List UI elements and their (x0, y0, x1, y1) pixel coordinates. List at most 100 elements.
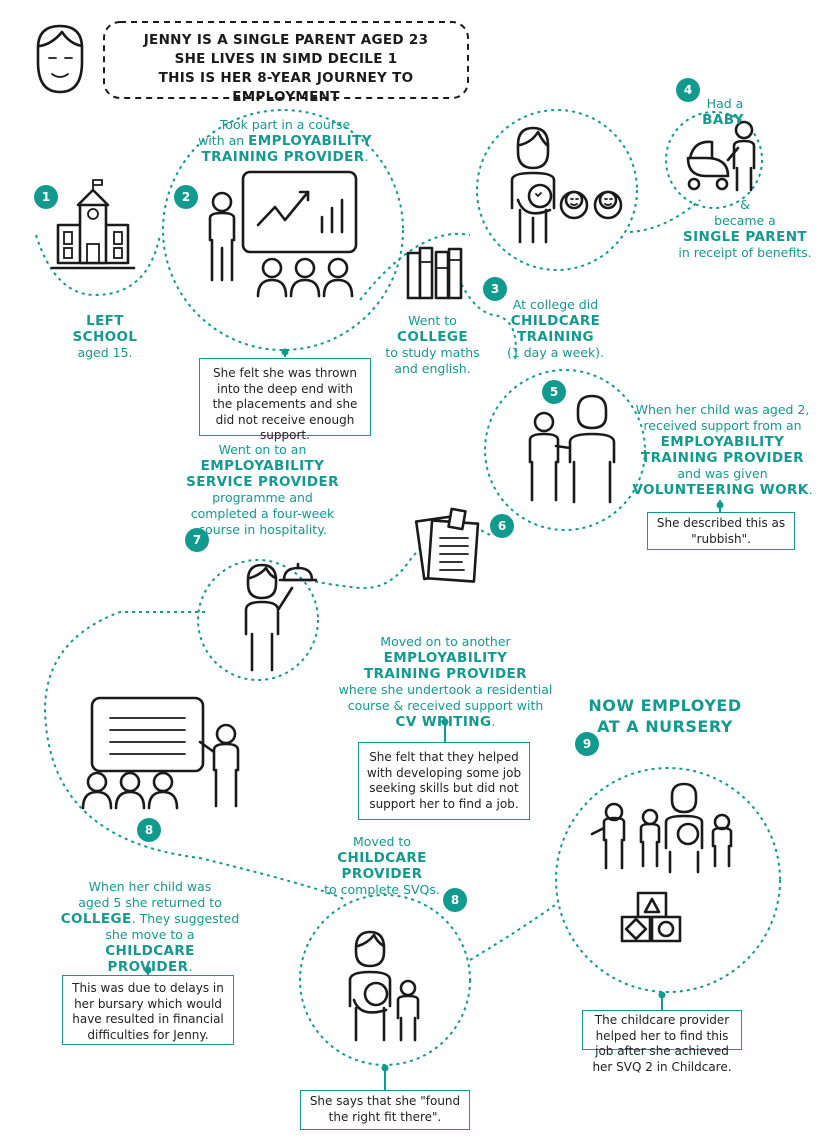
step-3-a-sub-1: to study maths (385, 345, 480, 360)
step-7-text: Went on to an EMPLOYABILITY SERVICE PROV… (175, 442, 350, 538)
mentor-icon (528, 394, 616, 504)
header-line-2: SHE LIVES IN SIMD DECILE 1 (174, 51, 398, 67)
step-5-pre-2: received support from an (643, 418, 802, 433)
step-6-post: . (491, 714, 496, 729)
step-8a-pre-2: aged 5 she returned to (78, 895, 222, 910)
step-7-badge: 7 (185, 528, 209, 552)
step-7-sub-1: programme and (212, 490, 313, 505)
step-4-sub: in receipt of benefits. (678, 245, 812, 260)
note-leaders (144, 348, 724, 1090)
step-4-badge: 4 (676, 78, 700, 102)
header-line-3: THIS IS HER 8-YEAR JOURNEY TO EMPLOYMENT (158, 70, 414, 105)
toy-blocks-icon (620, 891, 682, 943)
header-frame (103, 21, 469, 99)
step-8a-post: . (188, 959, 193, 974)
step-3-college-text: Went to COLLEGE to study maths and engli… (375, 313, 490, 377)
step-5-note-1: She described this as (656, 516, 786, 530)
step-1-title-2: SCHOOL (72, 329, 138, 345)
step-5-title-1: EMPLOYABILITY (660, 434, 785, 450)
header-line-1: JENNY IS A SINGLE PARENT AGED 23 (143, 32, 429, 48)
step-8b-title-2: PROVIDER (341, 866, 423, 882)
step-4-post: . (743, 112, 748, 127)
step-9-title: NOW EMPLOYED AT A NURSERY (575, 695, 755, 737)
documents-icon (414, 507, 480, 583)
step-8b-pre: Moved to (353, 834, 411, 849)
step-4-text-top: Had a BABY. (685, 96, 765, 128)
step-5-text: When her child was aged 2, received supp… (630, 402, 815, 498)
classroom-icon (81, 696, 240, 810)
step-3-b-title-1: CHILDCARE (510, 313, 601, 329)
step-8a-mid-2: she move to a (105, 927, 195, 942)
step-2-badge: 2 (174, 185, 198, 209)
step-6-note: She felt that they helped with developin… (358, 742, 530, 820)
step-7-title-1: EMPLOYABILITY (200, 458, 325, 474)
step-5-badge: 5 (542, 380, 566, 404)
step-6-title-2: TRAINING PROVIDER (364, 666, 527, 682)
step-8a-badge: 8 (137, 818, 161, 842)
step-8a-note: This was due to delays in her bursary wh… (62, 975, 234, 1045)
step-4-text-bottom: & became a SINGLE PARENT in receipt of b… (670, 197, 820, 261)
step-4-mid: became a (714, 213, 776, 228)
step-2-text: Took part in a course with an EMPLOYABIL… (165, 117, 405, 165)
step-5-title-3: VOLUNTEERING WORK (632, 482, 809, 498)
step-7-sub-3: course in hospitality. (198, 522, 327, 537)
step-5-note-2: "rubbish". (691, 531, 751, 546)
step-8b-badge: 8 (443, 888, 467, 912)
step-8a-text: When her child was aged 5 she returned t… (60, 879, 240, 975)
step-8a-mid-1: . They suggested (131, 911, 240, 926)
step-8b-title-1: CHILDCARE (337, 850, 427, 866)
books-icon (406, 246, 463, 300)
step-3-training-text: At college did CHILDCARE TRAINING (1 day… (493, 297, 618, 361)
step-4-pre: Had a (706, 96, 744, 111)
step-5-pre-1: When her child was aged 2, (635, 402, 810, 417)
step-8a-pre-1: When her child was (88, 879, 212, 894)
step-6-text: Moved on to another EMPLOYABILITY TRAINI… (338, 634, 553, 730)
step-3-badge: 3 (483, 277, 507, 301)
step-6-title-1: EMPLOYABILITY (383, 650, 508, 666)
step-6-title-3: CV WRITING (395, 714, 492, 730)
step-1-text: LEFT SCHOOL aged 15. (45, 313, 165, 361)
step-7-sub-2: completed a four-week (190, 506, 335, 521)
presentation-board-icon (208, 170, 358, 282)
step-4-title-2: SINGLE PARENT (682, 229, 808, 245)
step-2-title-2: TRAINING PROVIDER (201, 149, 365, 165)
journey-path (35, 109, 781, 1066)
step-1-title-1: LEFT (86, 313, 124, 329)
babies-icon (559, 190, 623, 220)
step-3-a-pre: Went to (408, 313, 457, 328)
step-9-title-1: NOW EMPLOYED (588, 696, 742, 715)
step-2-post: . (364, 149, 369, 164)
step-2-pre-1: Took part in a course (219, 117, 351, 132)
audience-icon (256, 257, 354, 298)
step-6-sub-2: course & received support with (347, 698, 544, 713)
face-icon (36, 24, 84, 94)
step-5-note: She described this as "rubbish". (647, 512, 795, 550)
step-3-b-sub: (1 day a week). (506, 345, 605, 360)
step-3-a-sub-2: and english. (394, 361, 471, 376)
single-parent-icon (732, 120, 756, 192)
step-4-title-1: BABY (702, 112, 744, 128)
step-8a-title-2: CHILDCARE (105, 943, 195, 959)
step-8a-title-1: COLLEGE (60, 911, 132, 927)
school-building-icon (50, 179, 136, 270)
step4-bubble (665, 111, 763, 209)
step-8b-note: She says that she "found the right fit t… (300, 1090, 470, 1130)
step-1-sub: aged 15. (77, 345, 133, 360)
step-2-title-1: EMPLOYABILITY (248, 133, 372, 149)
step-2-pre-2: with an (198, 133, 245, 148)
step-9-title-2: AT A NURSERY (597, 717, 733, 736)
nursery-icon (590, 782, 733, 874)
step-3-a-title: COLLEGE (397, 329, 468, 345)
step-3-b-pre: At college did (512, 297, 599, 312)
parent-child-icon (348, 930, 420, 1042)
step-2-note: She felt she was thrown into the deep en… (199, 358, 371, 442)
step-6-pre: Moved on to another (380, 634, 511, 649)
step-8b-sub: to complete SVQs. (324, 882, 440, 897)
step-5-post: . (808, 482, 813, 497)
step-5-mid: and was given (677, 466, 768, 481)
step-8a-title-3: PROVIDER (107, 959, 189, 975)
step-4-amp: & (740, 197, 750, 212)
step-3-b-title-2: TRAINING (517, 329, 594, 345)
step-7-pre: Went on to an (218, 442, 307, 457)
